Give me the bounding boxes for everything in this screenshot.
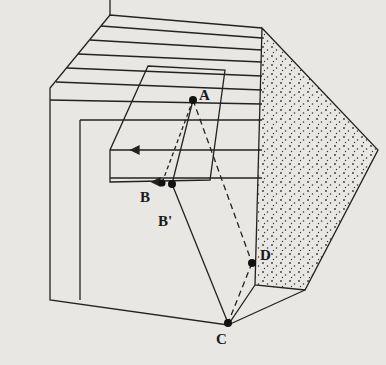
strata-line (90, 40, 262, 50)
front-face-edge (79, 120, 80, 300)
slip-line (172, 100, 193, 184)
point-label: C (216, 332, 227, 347)
fault-plane (110, 66, 225, 182)
strata-line (78, 54, 262, 62)
front-face-edge (80, 119, 262, 120)
point-marker (189, 96, 197, 104)
strata-line (67, 68, 262, 76)
projection-line (172, 184, 228, 323)
point-label: A (199, 88, 210, 103)
strata-line (110, 177, 262, 178)
point-label: D (260, 248, 271, 263)
point-marker (248, 259, 256, 267)
projection-line (228, 263, 252, 323)
point-marker (224, 319, 232, 327)
strata-line (56, 82, 262, 90)
slip-marker (131, 146, 139, 154)
block-outline (50, 15, 262, 325)
point-label: B (140, 190, 150, 205)
point-label: B' (158, 214, 172, 229)
slip-line (162, 100, 193, 183)
strata-line (101, 26, 262, 38)
stippled-face (255, 28, 378, 290)
block-edge (109, 0, 110, 15)
point-marker (159, 180, 166, 187)
projection-line (193, 100, 252, 263)
strata-line (50, 100, 262, 104)
point-marker (168, 180, 176, 188)
